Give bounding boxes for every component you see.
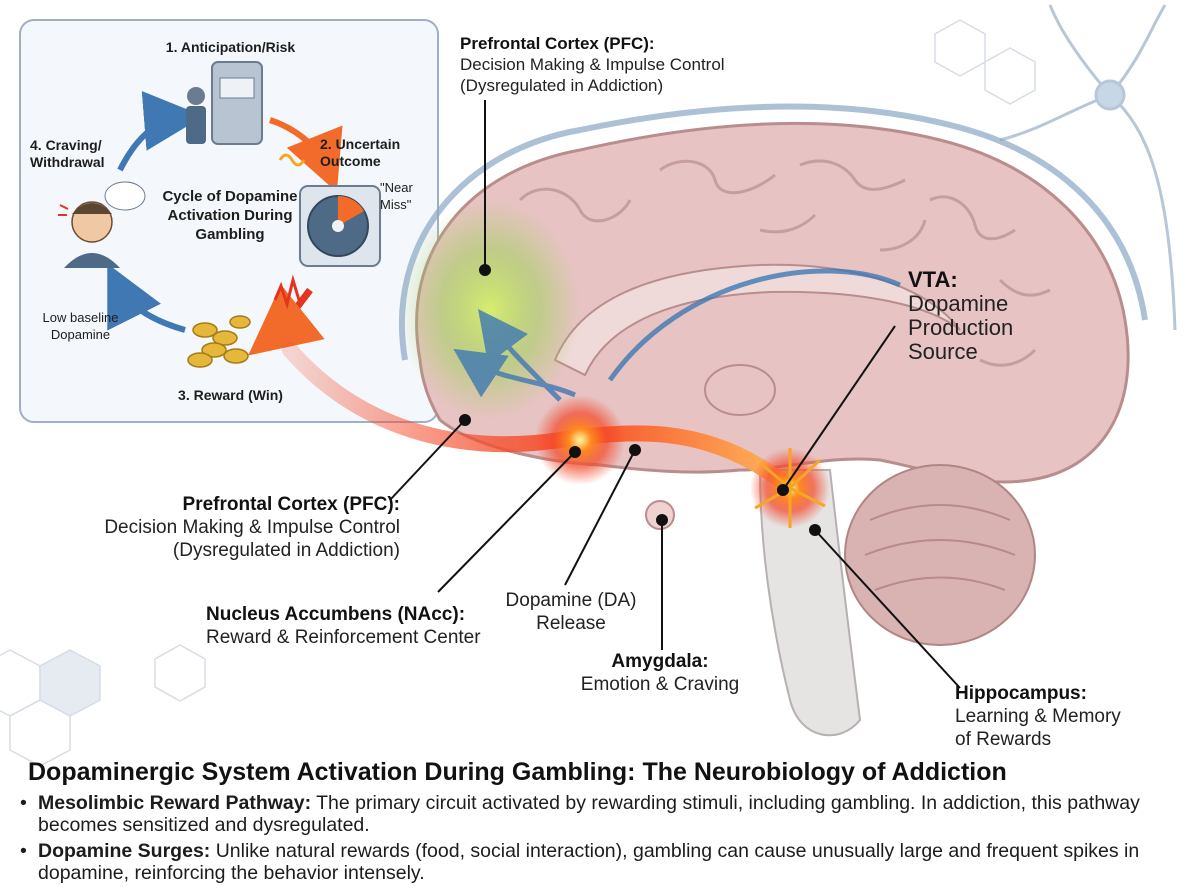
cycle-title-line-3: Activation	[167, 207, 240, 224]
cycle-step-2-line-2: Outcome	[320, 153, 381, 169]
cycle-title-line-1: Cycle of	[162, 188, 221, 205]
bullet-text: Unlike natural rewards (food, social int…	[38, 840, 1140, 884]
brainstem	[758, 469, 862, 737]
vta-line-2: Production	[908, 315, 1014, 340]
brain-illustration	[282, 103, 1148, 737]
cerebellum	[844, 464, 1036, 646]
bullet-item: • Dopamine Surges: Unlike natural reward…	[16, 840, 1186, 884]
corpus-callosum	[553, 263, 961, 377]
footer-bullets: • Mesolimbic Reward Pathway: The primary…	[16, 792, 1186, 888]
cycle-arrows	[107, 90, 343, 356]
coins-icon	[187, 315, 251, 368]
neuron-decoration	[999, 4, 1177, 331]
pfc-left-line-1: Decision Making & Impulse Control	[104, 517, 400, 538]
amygdala-line-1: Emotion & Craving	[580, 674, 740, 695]
wheel-icon	[299, 185, 381, 267]
vta-title: VTA:	[908, 267, 958, 292]
vta-label: VTA: Dopamine Production Source	[908, 268, 1068, 364]
nacc-line-1: Reward & Reinforcement Center	[206, 627, 481, 648]
bullet-term: Dopamine Surges:	[38, 840, 211, 862]
near-miss-label: "Near Miss"	[380, 179, 430, 213]
cycle-step-2-label: 2. Uncertain Outcome	[320, 136, 430, 170]
footer-title: Dopaminergic System Activation During Ga…	[28, 758, 1007, 786]
pfc-left-label: Prefrontal Cortex (PFC): Decision Making…	[60, 493, 400, 562]
pfc-top-label: Prefrontal Cortex (PFC): Decision Making…	[460, 33, 790, 96]
vta-line-1: Dopamine	[908, 291, 1009, 316]
da-release-line-2: Release	[536, 613, 606, 634]
near-miss-line-1: "Near	[380, 180, 413, 195]
hippocampus-label: Hippocampus: Learning & Memory of Reward…	[955, 682, 1175, 751]
cycle-step-1-label: 1. Anticipation/Risk	[165, 39, 296, 55]
cycle-step-2-line-1: 2. Uncertain	[320, 136, 401, 152]
cycle-step-3-label: 3. Reward (Win)	[178, 387, 283, 403]
cycle-step-4-line-2: Withdrawal	[30, 154, 105, 170]
nacc-title: Nucleus Accumbens (NAcc):	[206, 604, 466, 625]
pfc-left-line-2: (Dysregulated in Addiction)	[172, 540, 400, 561]
bullet-dot-icon: •	[20, 840, 27, 862]
hippocampus-line-2: of Rewards	[955, 729, 1052, 750]
amygdala-label: Amygdala: Emotion & Craving	[560, 650, 760, 696]
low-baseline-label: Low baseline Dopamine	[28, 309, 133, 343]
brain-outline-blue	[398, 103, 1148, 361]
leader-lines	[389, 100, 961, 689]
hippocampus-title: Hippocampus:	[955, 683, 1087, 704]
pfc-top-line-2: (Dysregulated in Addiction)	[460, 76, 664, 95]
nacc-hotspot	[535, 395, 625, 485]
cycle-step-4-label: 4. Craving/ Withdrawal	[30, 137, 125, 171]
da-release-line-1: Dopamine (DA)	[505, 590, 637, 611]
pfc-top-line-1: Decision Making & Impulse Control	[460, 55, 725, 74]
cycle-center-title: Cycle of Dopamine Activation During Gamb…	[160, 187, 300, 244]
thalamus	[704, 364, 776, 416]
amygdala-title: Amygdala:	[611, 651, 709, 672]
bullet-text: The primary circuit activated by rewardi…	[38, 792, 1140, 836]
slot-machine-icon	[186, 61, 263, 145]
pfc-left-title: Prefrontal Cortex (PFC):	[182, 494, 400, 515]
near-miss-line-2: Miss"	[380, 197, 412, 212]
nacc-label: Nucleus Accumbens (NAcc): Reward & Reinf…	[206, 603, 506, 649]
low-baseline-line-1: Low baseline	[42, 310, 119, 325]
bullet-item: • Mesolimbic Reward Pathway: The primary…	[16, 792, 1186, 836]
cycle-title-line-4: During Gambling	[195, 207, 293, 243]
distressed-person-icon	[58, 181, 146, 268]
hexagon-decoration	[0, 19, 1036, 767]
pfc-top-title: Prefrontal Cortex (PFC):	[460, 34, 655, 53]
hippocampus-line-1: Learning & Memory	[955, 706, 1121, 727]
bullet-dot-icon: •	[20, 792, 27, 814]
da-release-label: Dopamine (DA) Release	[496, 589, 646, 635]
vta-line-3: Source	[908, 339, 978, 364]
cycle-title-line-2: Dopamine	[225, 188, 298, 205]
bullet-term: Mesolimbic Reward Pathway:	[38, 792, 312, 814]
cycle-step-4-line-1: 4. Craving/	[30, 137, 102, 153]
low-baseline-line-2: Dopamine	[50, 327, 111, 342]
